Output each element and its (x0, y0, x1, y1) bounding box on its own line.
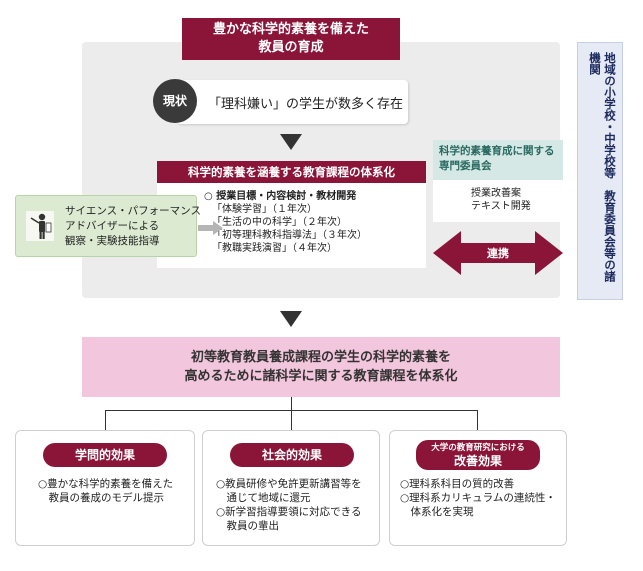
social-effect-list: ○教員研修や免許更新講習等を 通じて地域に還元 ○新学習指導要領に対応できる 教… (216, 477, 362, 533)
improvement-effect-title: 大学の教育研究における 改善効果 (416, 440, 540, 470)
title-line-2: 教員の育成 (258, 40, 324, 55)
connector-line (291, 410, 292, 430)
committee-header-line-2: 専門委員会 (439, 160, 492, 172)
result-box (82, 337, 560, 397)
effect-item: ○理科系カリキュラムの連続性・ (400, 492, 556, 504)
improvement-effect-title-text: 改善効果 (453, 454, 502, 468)
connector-line (477, 410, 478, 430)
academic-effect-list: ○豊かな科学的素養を備えた 教員の養成のモデル提示 (38, 477, 173, 505)
title-banner: 豊かな科学的素養を備えた 教員の育成 (182, 18, 400, 60)
double-arrow-icon (433, 228, 563, 282)
committee-body: 授業改善案 テキスト開発 (433, 180, 563, 222)
link-label: 連携 (487, 247, 509, 260)
advisor-line-1: サイエンス・パフォーマンス (65, 205, 201, 217)
right-arrow-icon (198, 220, 224, 240)
advisor-line-2: アドバイザーによる (65, 220, 160, 232)
result-line-1: 初等教育教員養成課程の学生の科学的素養を (190, 350, 451, 365)
external-institutions-text: 地域の小学校・中学校等 教育委員会等の諸機関 (588, 52, 617, 282)
result-text: 初等教育教員養成課程の学生の科学的素養を 高めるために諸科学に関する教育課程を体… (82, 348, 560, 386)
current-status-badge: 現状 (153, 79, 197, 123)
advisor-line-3: 観察・実験技能指導 (65, 235, 160, 247)
committee-item: テキスト開発 (471, 201, 531, 212)
result-line-2: 高めるために諸科学に関する教育課程を体系化 (184, 369, 458, 384)
connector-line (105, 410, 106, 430)
title-line-1: 豊かな科学的素養を備えた (212, 22, 369, 37)
advisor-text: サイエンス・パフォーマンス アドバイザーによる 観察・実験技能指導 (65, 204, 201, 249)
effect-item: 教員の輩出 (216, 520, 279, 532)
academic-effect-title: 学問的効果 (43, 443, 167, 467)
social-effect-title: 社会的効果 (230, 443, 354, 467)
effect-item: 通じて地域に還元 (216, 492, 311, 504)
external-institutions-box (577, 42, 623, 300)
current-status-box (176, 80, 408, 124)
curriculum-system-header: 科学的素養を涵養する教育課程の体系化 (157, 161, 426, 183)
committee-header-line-1: 科学的素養育成に関する (439, 145, 555, 157)
effect-item: ○教員研修や免許更新講習等を (216, 478, 362, 490)
advisor-box (15, 195, 197, 257)
down-arrow-icon (280, 134, 302, 150)
committee-item: 授業改善案 (471, 188, 521, 199)
connector-line (291, 397, 292, 410)
effect-item: 教員の養成のモデル提示 (38, 492, 164, 504)
curriculum-lead: ○ 授業目標・内容検討・教材開発 (204, 191, 357, 202)
curriculum-item: 「生活の中の科学」（２年次） (212, 217, 347, 228)
down-arrow-icon (280, 311, 302, 327)
presenter-icon (26, 211, 54, 241)
improvement-effect-list: ○理科系科目の質的改善 ○理科系カリキュラムの連続性・ 体系化を実現 (400, 477, 556, 519)
improvement-effect-subtitle: 大学の教育研究における (431, 443, 525, 453)
current-status-text: 「理科嫌い」の学生が数多く存在 (208, 97, 404, 112)
effect-item: ○理科系科目の質的改善 (400, 478, 515, 490)
curriculum-item: 「初等理科教科指導法」（３年次） (212, 230, 367, 241)
curriculum-list: ○ 授業目標・内容検討・教材開発 「体験学習」（１年次） 「生活の中の科学」（２… (204, 190, 367, 255)
committee-header: 科学的素養育成に関する 専門委員会 (433, 140, 563, 180)
curriculum-item: 「教職実践演習」（４年次） (212, 243, 337, 254)
effect-item: 体系化を実現 (400, 506, 474, 518)
effect-item: ○豊かな科学的素養を備えた (38, 478, 174, 490)
effect-item: ○新学習指導要領に対応できる (216, 506, 362, 518)
curriculum-item: 「体験学習」（１年次） (212, 204, 317, 215)
